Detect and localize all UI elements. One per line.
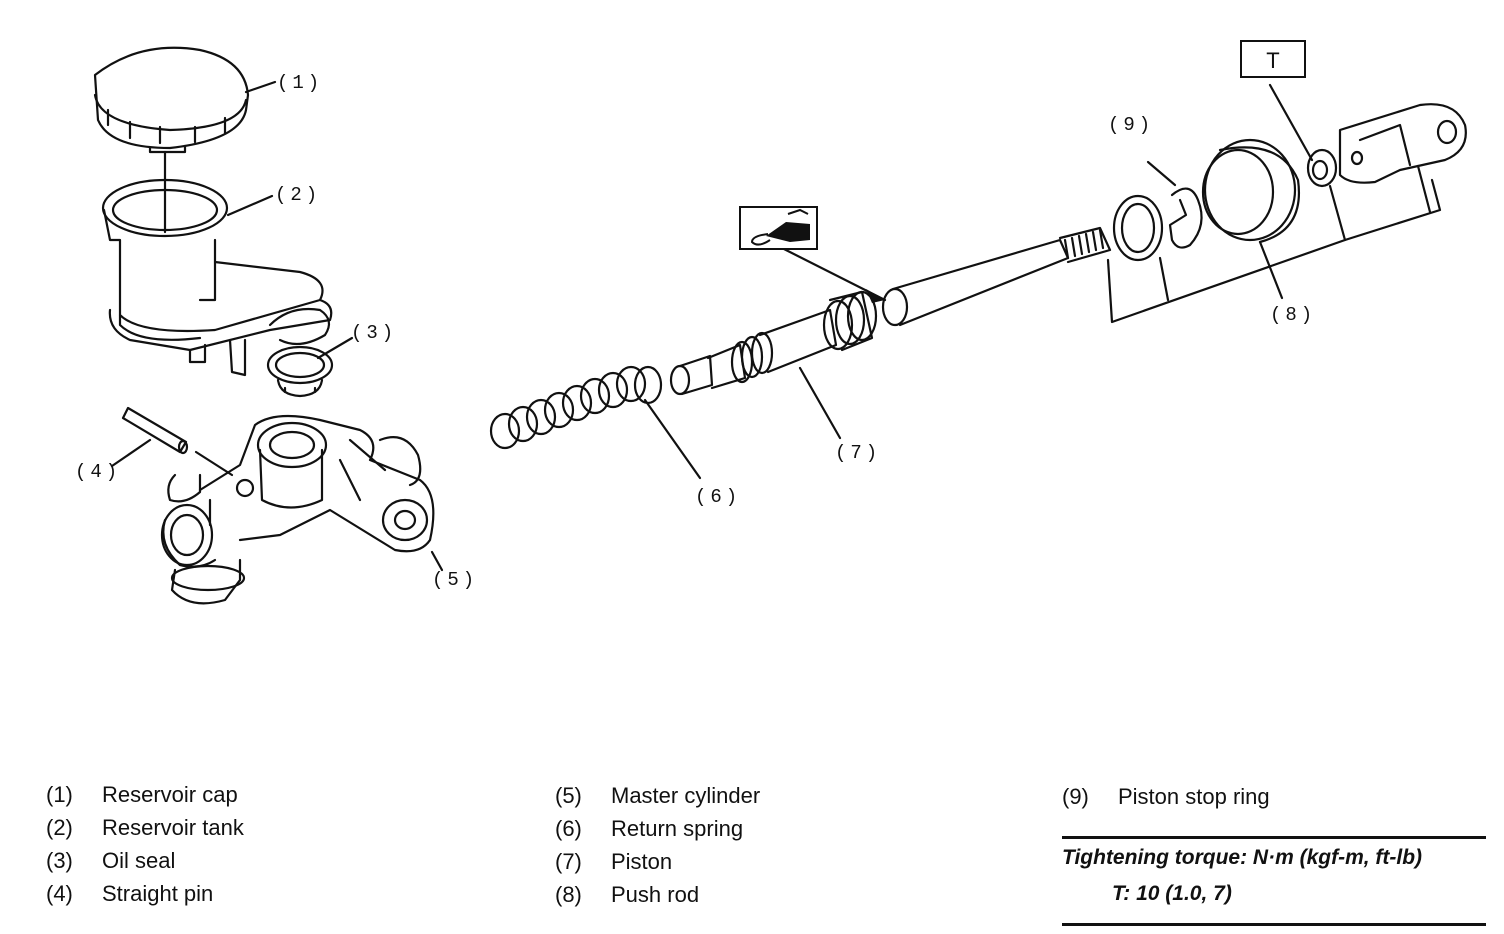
piston-stop-ring-part xyxy=(1112,187,1203,262)
piston-part xyxy=(669,290,878,396)
callout-4: (4) xyxy=(75,461,121,483)
callout-1: (1) xyxy=(277,72,323,94)
legend-column-3: (9) Piston stop ring xyxy=(1062,780,1270,813)
legend-column-2: (5) Master cylinder (6) Return spring (7) P… xyxy=(555,779,760,911)
legend-item: (2) Reservoir tank xyxy=(46,811,244,844)
callout-6: (6) xyxy=(695,486,741,508)
return-spring-part xyxy=(489,365,663,450)
legend-item: (7) Piston xyxy=(555,845,760,878)
callout-5: (5) xyxy=(432,569,478,591)
legend-num: (9) xyxy=(1062,784,1089,809)
legend-num: (1) xyxy=(46,782,73,807)
oil-seal-part xyxy=(266,345,334,398)
legend-label: Reservoir tank xyxy=(102,815,244,840)
legend-num: (7) xyxy=(555,849,582,874)
legend-item: (9) Piston stop ring xyxy=(1062,780,1270,813)
legend-label: Master cylinder xyxy=(611,783,761,808)
legend-item: (5) Master cylinder xyxy=(555,779,760,812)
grease-gun-icon xyxy=(750,208,810,246)
reservoir-cap-part xyxy=(93,46,250,154)
legend-label: Piston xyxy=(611,849,673,874)
legend-item: (4) Straight pin xyxy=(46,877,244,910)
straight-pin-part xyxy=(121,406,189,455)
reservoir-tank-part xyxy=(101,178,333,377)
legend-label: Piston stop ring xyxy=(1118,784,1270,809)
legend-label: Return spring xyxy=(611,816,744,841)
exploded-view-diagram: (1) (2) (3) (4) (5) (6) (7) (8) (9) xyxy=(75,46,1467,605)
legend-label: Push rod xyxy=(611,882,700,907)
legend-column-1: (1) Reservoir cap (2) Reservoir tank (3) Oi… xyxy=(46,778,244,910)
master-cylinder-part xyxy=(160,414,435,605)
torque-spec-box xyxy=(1062,836,1486,926)
legend-item: (8) Push rod xyxy=(555,878,760,911)
torque-spec-value: T: 10 (1.0, 7) xyxy=(1112,882,1232,905)
push-rod-part xyxy=(881,103,1467,327)
legend-label: Straight pin xyxy=(102,881,214,906)
legend-item: (3) Oil seal xyxy=(46,844,244,877)
callout-9: (9) xyxy=(1108,114,1154,136)
legend-num: (6) xyxy=(555,816,582,841)
callout-7: (7) xyxy=(835,442,881,464)
legend-item: (1) Reservoir cap xyxy=(46,778,244,811)
legend-num: (4) xyxy=(46,881,73,906)
legend-num: (5) xyxy=(555,783,582,808)
torque-symbol-box: T xyxy=(1240,40,1306,78)
legend-num: (2) xyxy=(46,815,73,840)
legend-label: Reservoir cap xyxy=(102,782,238,807)
legend-num: (3) xyxy=(46,848,73,873)
callout-3: (3) xyxy=(351,322,397,344)
legend-label: Oil seal xyxy=(102,848,176,873)
legend-num: (8) xyxy=(555,882,582,907)
legend-item: (6) Return spring xyxy=(555,812,760,845)
grease-symbol xyxy=(739,206,818,250)
callout-2: (2) xyxy=(275,184,321,206)
callout-8: (8) xyxy=(1270,304,1316,326)
torque-spec-title: Tightening torque: N·m (kgf-m, ft-lb) xyxy=(1062,846,1423,869)
